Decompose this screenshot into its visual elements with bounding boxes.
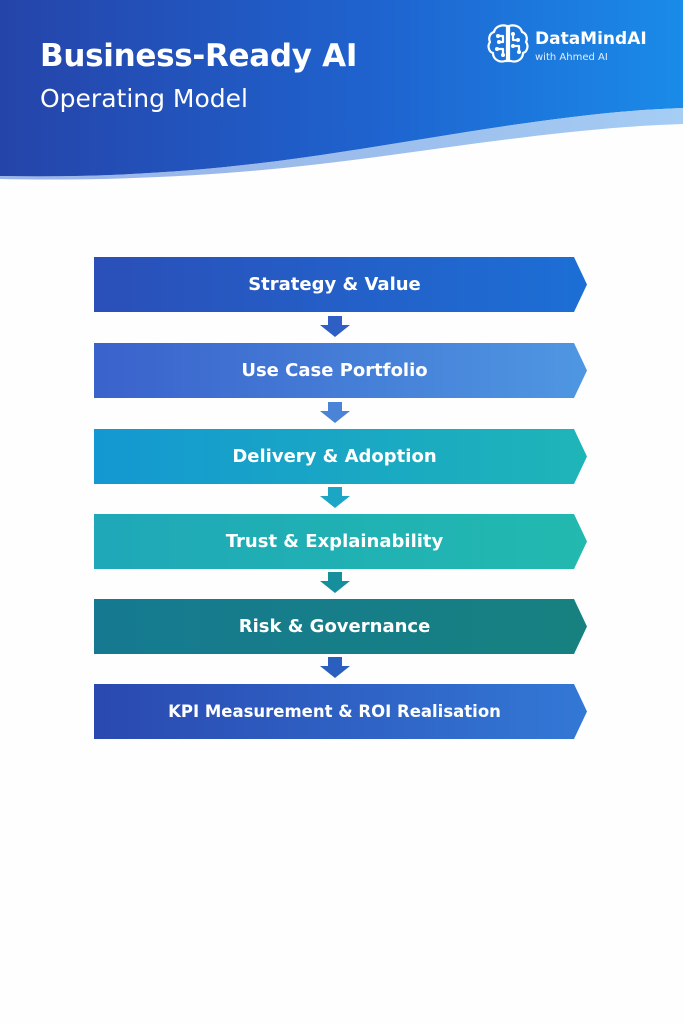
step-risk-governance: Risk & Governance	[94, 599, 587, 654]
step-label: Delivery & Adoption	[232, 446, 437, 467]
page-subtitle: Operating Model	[40, 84, 248, 113]
down-arrow-icon	[320, 487, 350, 508]
header-background	[0, 0, 683, 180]
brand-tagline: with Ahmed AI	[535, 52, 608, 63]
brand-name: DataMindAI	[535, 29, 647, 49]
down-arrow-icon	[320, 657, 350, 678]
step-strategy-value: Strategy & Value	[94, 257, 587, 312]
down-arrow-icon	[320, 572, 350, 593]
step-label: Use Case Portfolio	[241, 360, 428, 381]
step-delivery-adoption: Delivery & Adoption	[94, 429, 587, 484]
step-label: Trust & Explainability	[225, 531, 444, 552]
brand-logo: DataMindAI with Ahmed AI	[487, 20, 667, 68]
step-label: KPI Measurement & ROI Realisation	[168, 702, 501, 721]
header-banner: Business-Ready AI Operating Model	[0, 0, 683, 190]
step-trust-explainability: Trust & Explainability	[94, 514, 587, 569]
page-title: Business-Ready AI	[40, 38, 358, 74]
down-arrow-icon	[320, 402, 350, 423]
step-label: Strategy & Value	[248, 274, 421, 295]
step-use-case-portfolio: Use Case Portfolio	[94, 343, 587, 398]
step-label: Risk & Governance	[238, 616, 431, 637]
step-kpi-roi: KPI Measurement & ROI Realisation	[94, 684, 587, 739]
brain-circuit-icon	[487, 24, 529, 63]
down-arrow-icon	[320, 316, 350, 337]
